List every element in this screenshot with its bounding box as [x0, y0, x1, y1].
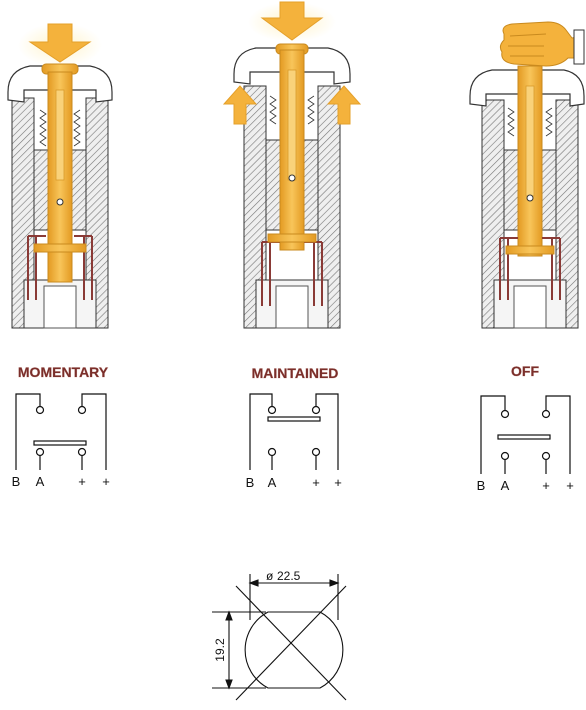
terminal-label: + [78, 474, 86, 489]
terminal-label: + [334, 475, 342, 490]
push-arrow-icon [28, 23, 92, 63]
schematic-momentary [15, 393, 107, 470]
section-maintained [222, 1, 362, 329]
spring [39, 109, 81, 147]
spring-return-arrow-icon [326, 85, 362, 125]
terminal-label: + [102, 474, 110, 489]
contact-bridge [33, 440, 87, 446]
diameter-symbol: ø [266, 569, 274, 583]
section-momentary [7, 23, 113, 329]
mode-title-momentary: MOMENTARY [18, 364, 109, 380]
panel-cutout-drawing [212, 574, 347, 701]
terminal-label: A [268, 475, 277, 490]
housing [481, 99, 579, 329]
push-arrow-icon [260, 1, 324, 41]
spring [507, 107, 553, 137]
terminal-label: + [542, 478, 550, 493]
terminal-labels-momentary: B A + + [12, 474, 110, 489]
terminal-label: B [246, 475, 255, 490]
terminal-label: + [566, 478, 574, 493]
schematic-maintained [249, 393, 339, 470]
terminal-label: + [312, 475, 320, 490]
mode-titles: MOMENTARY MAINTAINED OFF [18, 363, 540, 382]
contact-bridge [267, 416, 321, 422]
terminal-labels-off: B A + + [477, 478, 574, 493]
mode-title-maintained: MAINTAINED [252, 365, 339, 381]
schematic-off [480, 395, 571, 474]
spring-return-arrow-icon [222, 85, 258, 125]
cutout-outline [244, 611, 344, 689]
terminal-label: B [12, 474, 21, 489]
diameter-value: 22.5 [277, 569, 301, 583]
housing [243, 85, 341, 329]
terminal-labels-maintained: B A + + [246, 475, 342, 490]
flat-width-value: 19.2 [213, 638, 227, 662]
terminal-label: A [36, 474, 45, 489]
contact-bridge [497, 434, 551, 440]
diameter-label: ø 22.5 [266, 569, 301, 583]
pulling-hand-icon [499, 21, 585, 67]
spring [269, 95, 315, 125]
terminal-label: A [501, 478, 510, 493]
terminal-label: B [477, 478, 486, 493]
mode-title-off: OFF [511, 363, 539, 379]
section-off [469, 21, 585, 329]
